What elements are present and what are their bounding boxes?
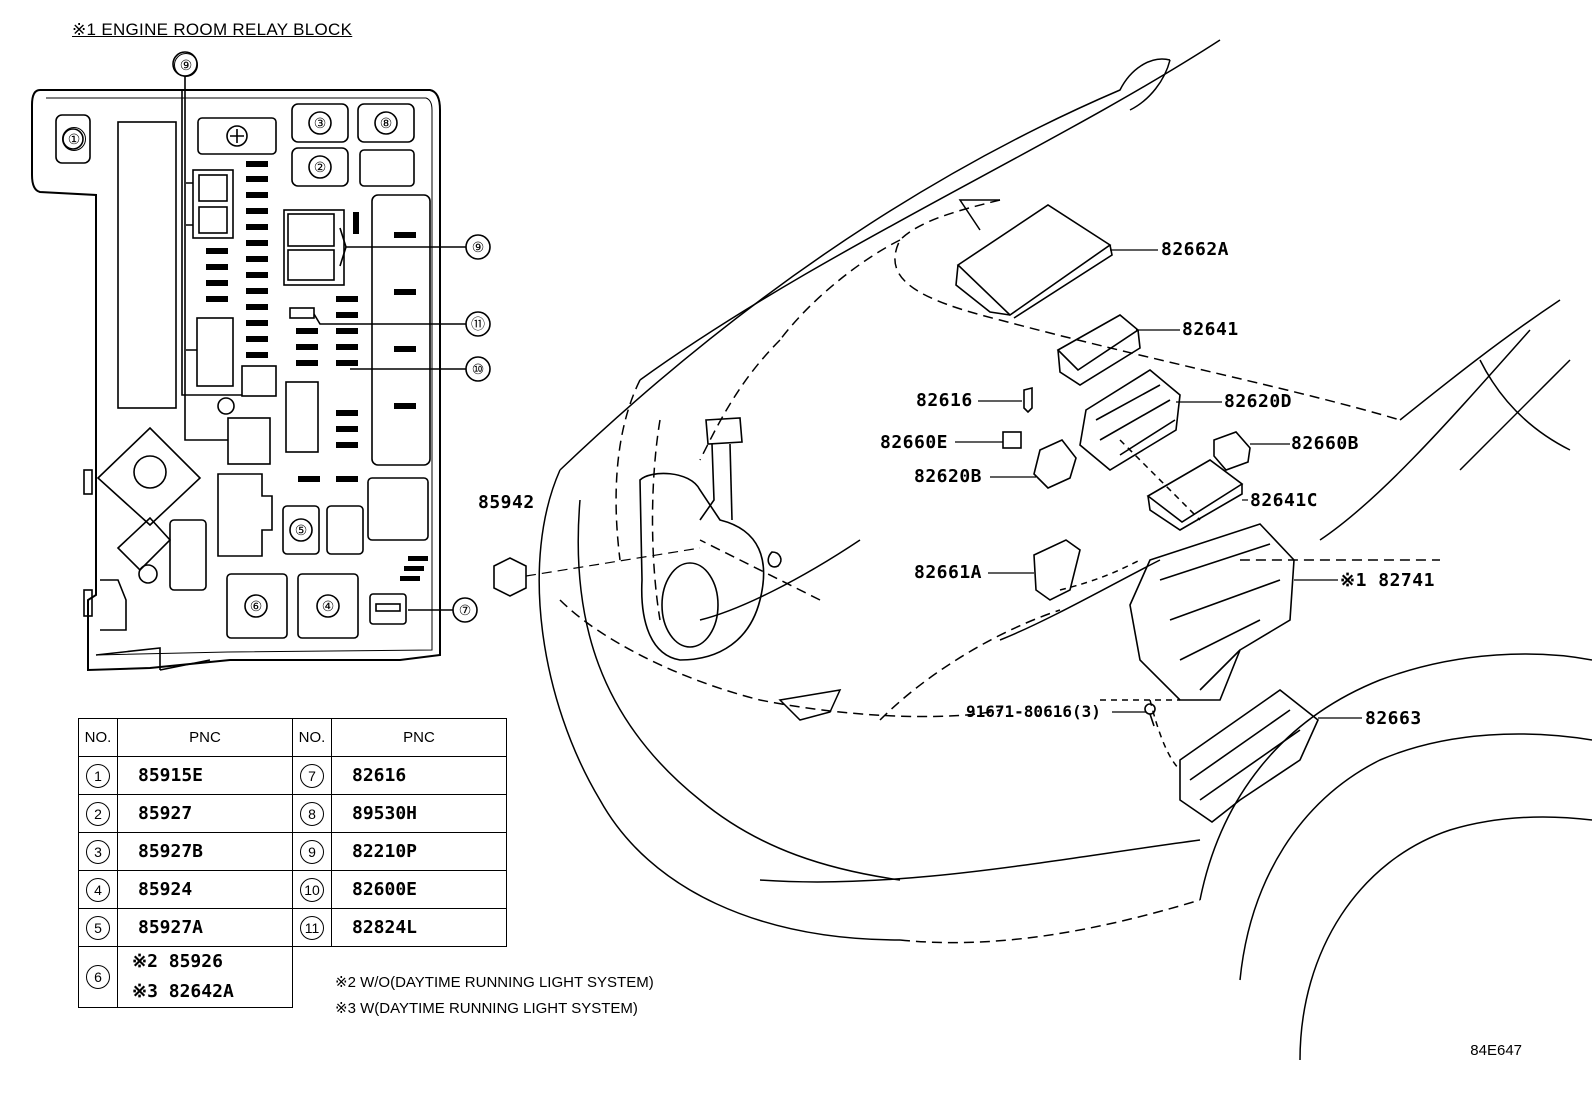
row-pnc: 89530H: [331, 794, 507, 833]
table-row: 6 ※2 85926 ※3 82642A: [78, 946, 507, 1008]
callout-82662A: 82662A: [1161, 239, 1230, 260]
row-no: 7: [300, 763, 324, 788]
label-7: ⑦: [458, 602, 472, 618]
callout-91671-80616: 91671-80616(3): [966, 702, 1101, 721]
callout-82660E: 82660E: [880, 432, 949, 453]
row-no: 9: [300, 839, 324, 864]
row-no: 4: [86, 877, 110, 902]
label-8: ⑧: [379, 115, 393, 131]
label-4: ④: [321, 598, 335, 614]
fuse-box-parts-drawing: [493, 204, 1319, 823]
callout-82663: 82663: [1365, 708, 1422, 729]
variant-pnc-3: ※3 82642A: [132, 981, 234, 1002]
pnc-table: NO. PNC NO. PNC 1 85915E 7 82616 2 85927…: [78, 718, 507, 1008]
label-9-right: ⑨: [471, 239, 485, 255]
label-1: ①: [62, 127, 86, 151]
header-pnc-2: PNC: [331, 718, 507, 757]
row-no: 2: [86, 801, 110, 826]
header-no-1: NO.: [78, 718, 118, 757]
label-2: ②: [313, 159, 327, 175]
callout-82660B: 82660B: [1291, 433, 1360, 454]
callout-82641: 82641: [1182, 319, 1239, 340]
row-pnc: 82210P: [331, 832, 507, 871]
label-3: ③: [313, 115, 327, 131]
row-pnc: 82616: [331, 756, 507, 795]
washer-tank-drawing: [639, 417, 782, 661]
header-pnc-1: PNC: [117, 718, 293, 757]
relay-block-leaders: [172, 51, 491, 623]
row-no: 10: [300, 877, 324, 902]
footnote-3: ※3 W(DAYTIME RUNNING LIGHT SYSTEM): [335, 1000, 638, 1017]
callout-82661A: 82661A: [914, 562, 983, 583]
row-no: 11: [300, 915, 324, 940]
label-9-top: ⑨: [174, 53, 198, 77]
diagram-title: ※1 ENGINE ROOM RELAY BLOCK: [72, 20, 353, 39]
row-pnc: 85924: [117, 870, 293, 909]
callout-82620B: 82620B: [914, 466, 983, 487]
row-no: 3: [86, 839, 110, 864]
table-row: 2 85927 8 89530H: [78, 794, 507, 833]
row-pnc: 85927A: [117, 908, 293, 947]
callout-82741: ※1 82741: [1340, 570, 1435, 591]
row-pnc: 85927: [117, 794, 293, 833]
row-no: 1: [86, 763, 110, 788]
table-row: 1 85915E 7 82616: [78, 756, 507, 795]
row-pnc: 85915E: [117, 756, 293, 795]
row-pnc: 82600E: [331, 870, 507, 909]
label-5: ⑤: [294, 522, 308, 538]
row-no: 5: [86, 915, 110, 940]
row-pnc: 82824L: [331, 908, 507, 947]
callout-82616: 82616: [916, 390, 973, 411]
footnotes: ※2 W/O(DAYTIME RUNNING LIGHT SYSTEM) ※3 …: [335, 970, 654, 1022]
label-10: ⑩: [471, 361, 485, 377]
row-no: 8: [300, 801, 324, 826]
label-11: ⑪: [471, 316, 485, 332]
row-no: 6: [86, 965, 110, 989]
callout-85942: 85942: [478, 492, 535, 513]
table-row: 4 85924 10 82600E: [78, 870, 507, 909]
table-row: 3 85927B 9 82210P: [78, 832, 507, 871]
header-no-2: NO.: [292, 718, 332, 757]
car-body-drawing: [538, 39, 1592, 1061]
fuse-slots: [206, 161, 428, 581]
table-header-row: NO. PNC NO. PNC: [78, 718, 507, 757]
callout-leaders: [525, 249, 1362, 719]
callout-82641C: 82641C: [1250, 490, 1319, 511]
label-6: ⑥: [249, 598, 263, 614]
variant-pnc-2: ※2 85926: [132, 951, 223, 972]
callout-82620D: 82620D: [1224, 391, 1293, 412]
row-pnc: 85927B: [117, 832, 293, 871]
table-row: 5 85927A 11 82824L: [78, 908, 507, 947]
row-pnc-variants: ※2 85926 ※3 82642A: [117, 946, 293, 1008]
diagram-code: 84E647: [1470, 1042, 1522, 1059]
relay-block-drawing: [31, 89, 441, 672]
footnote-2: ※2 W/O(DAYTIME RUNNING LIGHT SYSTEM): [335, 974, 654, 991]
